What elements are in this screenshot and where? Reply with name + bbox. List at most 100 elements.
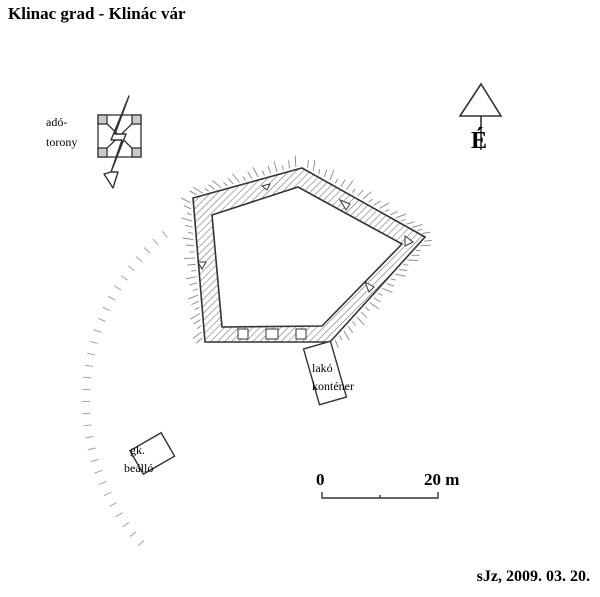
- slope-tick: [422, 231, 431, 234]
- lightning-bolt-icon: [103, 95, 130, 189]
- slope-tick: [386, 283, 395, 287]
- slope-tick: [261, 170, 265, 176]
- slope-tick: [281, 165, 284, 171]
- slope-tick: [193, 186, 203, 194]
- slope-tick: [406, 221, 415, 225]
- parking-area-arc: [82, 230, 168, 547]
- parking-arc-tick: [120, 275, 128, 281]
- parking-arc-tick: [102, 306, 111, 312]
- container-label-line2: konténer: [312, 379, 354, 393]
- slope-tick: [357, 189, 364, 197]
- parking-arc-tick: [97, 317, 106, 322]
- slope-tick: [190, 313, 201, 320]
- slope-tick: [184, 224, 193, 228]
- slope-tick: [192, 288, 198, 291]
- slope-tick: [399, 268, 408, 271]
- slope-tick: [419, 244, 431, 247]
- scale-end-label: 20 m: [424, 470, 460, 489]
- slope-tick: [294, 155, 297, 167]
- slope-hachures: [180, 155, 432, 348]
- slope-tick: [182, 237, 194, 241]
- slope-tick: [183, 205, 192, 210]
- slope-tick: [351, 188, 356, 193]
- parking-arc-tick: [98, 480, 107, 485]
- parking-arc-tick: [143, 247, 151, 254]
- slope-tick: [318, 169, 321, 175]
- slope-tick: [232, 173, 240, 183]
- plan-title: Klinac grad - Klinác vár: [8, 4, 186, 23]
- slope-tick: [181, 217, 193, 222]
- slope-tick: [187, 263, 196, 266]
- parking-arc-tick: [152, 238, 159, 246]
- north-arrow-icon: [458, 82, 503, 150]
- slope-tick: [180, 197, 191, 204]
- scale-start-label: 0: [316, 470, 325, 489]
- slope-tick: [223, 182, 228, 187]
- slope-tick: [187, 294, 199, 300]
- slope-tick: [390, 278, 396, 281]
- slope-tick: [191, 300, 199, 306]
- slope-tick: [352, 321, 356, 326]
- tower-label-line1: adó-: [46, 115, 68, 129]
- parking-arc-tick: [89, 340, 98, 344]
- slope-tick: [227, 177, 234, 185]
- container-label-line1: lakó: [312, 361, 333, 375]
- slope-tick: [334, 178, 339, 184]
- slope-tick: [196, 325, 202, 330]
- parking-arc-tick: [87, 352, 95, 356]
- parking-arc-tick: [85, 436, 94, 439]
- slope-tick: [340, 179, 346, 187]
- slope-tick: [186, 212, 192, 216]
- slope-tick: [267, 165, 272, 174]
- slope-tick: [373, 200, 381, 206]
- slope-tick: [195, 337, 203, 344]
- slope-tick: [382, 287, 393, 293]
- slope-tick: [192, 331, 202, 339]
- slope-tick: [194, 307, 200, 311]
- slope-tick: [242, 176, 247, 181]
- slope-tick: [252, 167, 259, 178]
- slope-tick: [193, 319, 201, 325]
- slope-tick: [373, 297, 382, 303]
- slope-tick: [307, 159, 309, 169]
- slope-tick: [362, 191, 372, 200]
- slope-tick: [343, 330, 350, 341]
- slope-tick: [288, 160, 290, 169]
- slope-tick: [377, 292, 383, 296]
- parking-arc-tick: [103, 491, 112, 497]
- slope-tick: [411, 224, 423, 228]
- castle-wall: [192, 167, 427, 343]
- slope-tick: [273, 161, 278, 172]
- slope-tick: [346, 180, 354, 190]
- slope-tick: [247, 171, 253, 180]
- parking-arc-tick: [135, 256, 143, 263]
- slope-tick: [417, 228, 423, 231]
- slope-tick: [369, 302, 379, 310]
- slope-tick: [394, 273, 406, 277]
- parking-arc-tick: [82, 412, 91, 415]
- slope-tick: [323, 169, 328, 178]
- parking-arc-tick: [114, 285, 122, 291]
- slope-tick: [208, 184, 216, 190]
- parking-arc-tick: [127, 265, 135, 272]
- living-container: [302, 340, 348, 406]
- parking-arc-tick: [90, 458, 99, 463]
- slope-tick: [312, 160, 316, 172]
- parking-spot: [128, 431, 176, 476]
- slope-tick: [189, 190, 197, 196]
- parking-arc-tick: [93, 329, 102, 333]
- slope-tick: [191, 269, 197, 272]
- parking-arc-tick: [94, 469, 103, 474]
- scale-bar: [321, 492, 439, 499]
- parking-arc-tick: [83, 376, 92, 379]
- slope-tick: [185, 276, 197, 280]
- slope-tick: [365, 307, 370, 311]
- parking-label-line2: beálló: [124, 461, 154, 475]
- slope-tick: [423, 239, 432, 242]
- slope-tick: [368, 198, 373, 203]
- slope-tick: [390, 211, 398, 216]
- slope-tick: [384, 208, 390, 213]
- slope-tick: [347, 325, 354, 334]
- slope-tick: [395, 213, 407, 219]
